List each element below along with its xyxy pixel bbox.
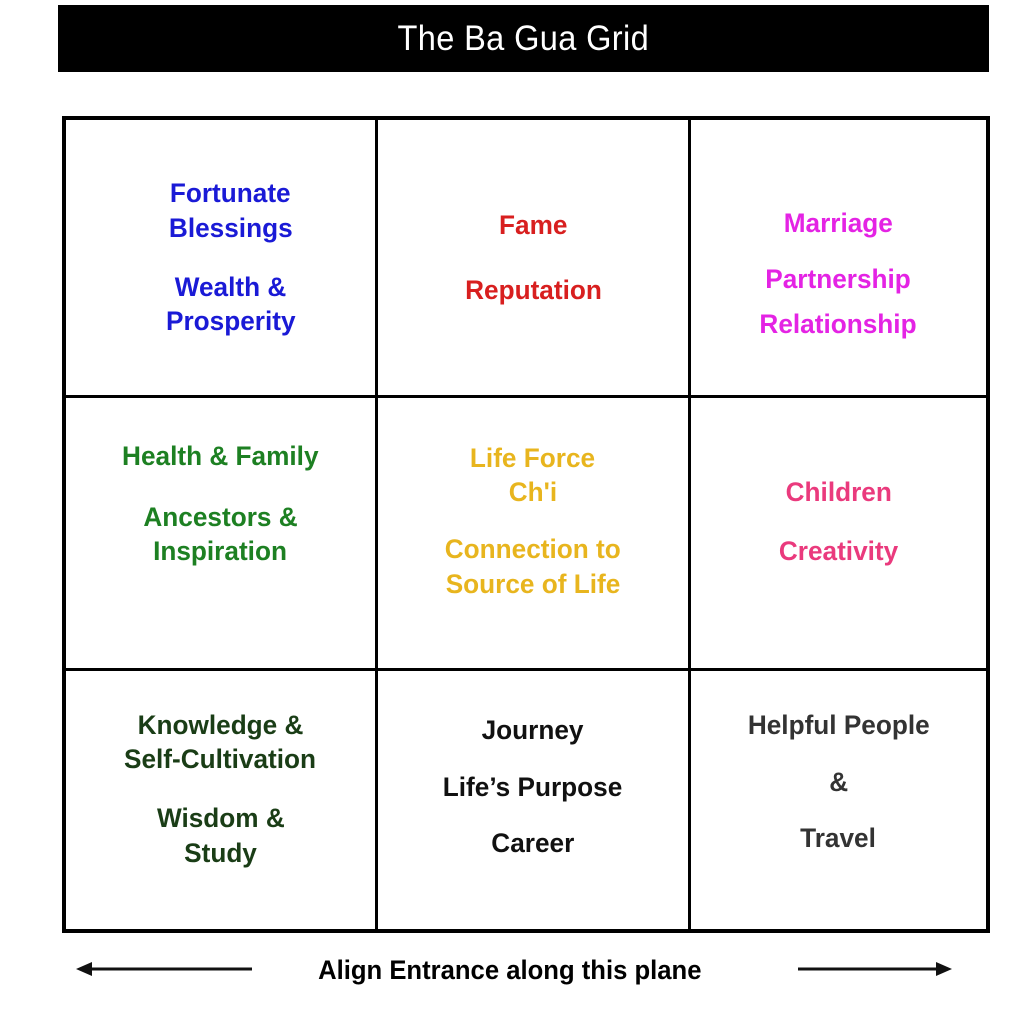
cell-text-line: Travel <box>800 823 877 854</box>
cell-text-line: Children <box>785 477 892 508</box>
cell-text-line: Marriage <box>783 207 894 238</box>
cell-text-line: Blessings <box>168 212 293 243</box>
cell-text-group: Ancestors & Inspiration <box>72 500 369 569</box>
cell-text-line: Health & Family <box>122 441 319 472</box>
cell-text-line: Wealth & <box>174 271 287 302</box>
cell-text-line: Inspiration <box>153 536 288 567</box>
left-arrow-icon <box>76 960 252 978</box>
cell-text-line: Ancestors & <box>143 501 298 532</box>
cell-text-line: Helpful People <box>747 710 930 741</box>
cell-text-line: Partnership <box>765 264 912 295</box>
cell-text-group: Wisdom & Study <box>72 801 369 870</box>
cell-text-group: Knowledge & Self-Cultivation <box>72 708 369 777</box>
cell-text-group: & Travel <box>697 765 980 856</box>
cell-text-group: Connection to Source of Life <box>384 532 682 601</box>
cell-text-line: Ch'i <box>508 477 558 508</box>
cell-text-line: Relationship <box>759 308 918 339</box>
cell-text-line: Journey <box>482 715 584 746</box>
cell-text-line: & <box>829 766 848 797</box>
cell-text-group: Fame <box>384 208 682 243</box>
cell-text-line: Connection to <box>444 534 622 564</box>
cell-text-line: Self-Cultivation <box>124 744 317 775</box>
cell-text-group: Reputation <box>384 273 682 308</box>
cell-text-line: Career <box>491 828 575 859</box>
align-entrance-caption: Align Entrance along this plane <box>318 954 702 985</box>
cell-text-line: Life’s Purpose <box>443 771 623 802</box>
footer-caption-row: Align Entrance along this plane <box>0 940 1020 1000</box>
cell-text-line: Knowledge & <box>137 709 304 740</box>
cell-text-line: Wisdom & <box>156 803 285 833</box>
cell-text-group: Children <box>697 475 980 510</box>
title-bar: The Ba Gua Grid <box>58 5 989 72</box>
cell-text-line: Fame <box>498 209 568 240</box>
cell-text-line: Study <box>184 837 257 868</box>
cell-text-group: Marriage <box>697 206 980 241</box>
cell-text-group: Wealth & Prosperity <box>92 270 369 339</box>
right-arrow-icon <box>798 960 952 978</box>
cell-text-group: Health & Family <box>72 439 369 474</box>
cell-text-line: Creativity <box>778 536 899 566</box>
cell-text-group: Creativity <box>697 534 980 569</box>
cell-text-line: Fortunate <box>170 178 291 209</box>
cell-text-group: Helpful People <box>697 708 980 743</box>
grid-cell-bottom-right: Helpful People & Travel <box>691 671 986 929</box>
page-title: The Ba Gua Grid <box>397 18 650 58</box>
cell-text-line: Prosperity <box>165 306 296 337</box>
cell-text-line: Life Force <box>470 442 596 473</box>
cell-text-line: Reputation <box>464 274 602 305</box>
cell-text-group: Journey <box>384 713 682 748</box>
cell-text-line: Source of Life <box>445 568 621 599</box>
